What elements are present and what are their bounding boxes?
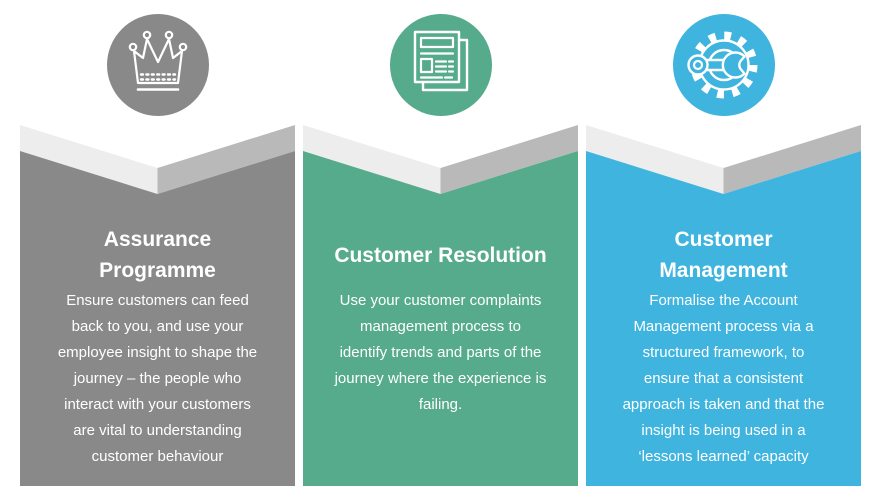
ribbon-right-fold [157, 125, 295, 194]
panel-description: Ensure customers can feed back to you, a… [57, 292, 258, 465]
panel-badge [303, 0, 578, 125]
folded-ribbon-background [303, 125, 578, 486]
folded-ribbon-background [586, 125, 861, 486]
newspaper-icon [389, 14, 492, 116]
panel-content: Assurance Programme Ensure customers can… [20, 125, 295, 470]
panel-content: Customer Management Formalise the Accoun… [586, 125, 861, 470]
badge-circle [106, 14, 209, 116]
panel-description: Formalise the Account Management process… [622, 292, 825, 465]
ribbon-left-fold [303, 125, 441, 194]
ribbon-right-fold [440, 125, 578, 194]
ribbon-right-fold [723, 125, 861, 194]
panel-card: Assurance Programme Ensure customers can… [20, 125, 295, 486]
panel-card: Customer Resolution Use your customer co… [303, 125, 578, 486]
panel-title: Customer Management [659, 228, 788, 282]
infographic: Assurance Programme Ensure customers can… [20, 0, 861, 486]
panel-customer-management: Customer Management Formalise the Accoun… [586, 0, 861, 486]
panel-customer-resolution: Customer Resolution Use your customer co… [303, 0, 578, 486]
panel-title: Assurance Programme [99, 228, 216, 282]
panel-badge [586, 0, 861, 125]
panel-body-shape [20, 151, 295, 486]
panel-card: Customer Management Formalise the Accoun… [586, 125, 861, 486]
panel-badge [20, 0, 295, 125]
ribbon-left-fold [586, 125, 724, 194]
panel-assurance-programme: Assurance Programme Ensure customers can… [20, 0, 295, 486]
folded-ribbon-background [20, 125, 295, 486]
panel-body-shape [586, 151, 861, 486]
ribbon-left-fold [20, 125, 158, 194]
panel-title: Customer Resolution [334, 243, 547, 267]
crown-icon [106, 14, 209, 116]
panel-description: Use your customer complaints management … [334, 292, 547, 413]
panel-body-shape [303, 151, 578, 486]
panel-content: Customer Resolution Use your customer co… [303, 125, 578, 418]
gear-wrench-icon [672, 14, 775, 116]
